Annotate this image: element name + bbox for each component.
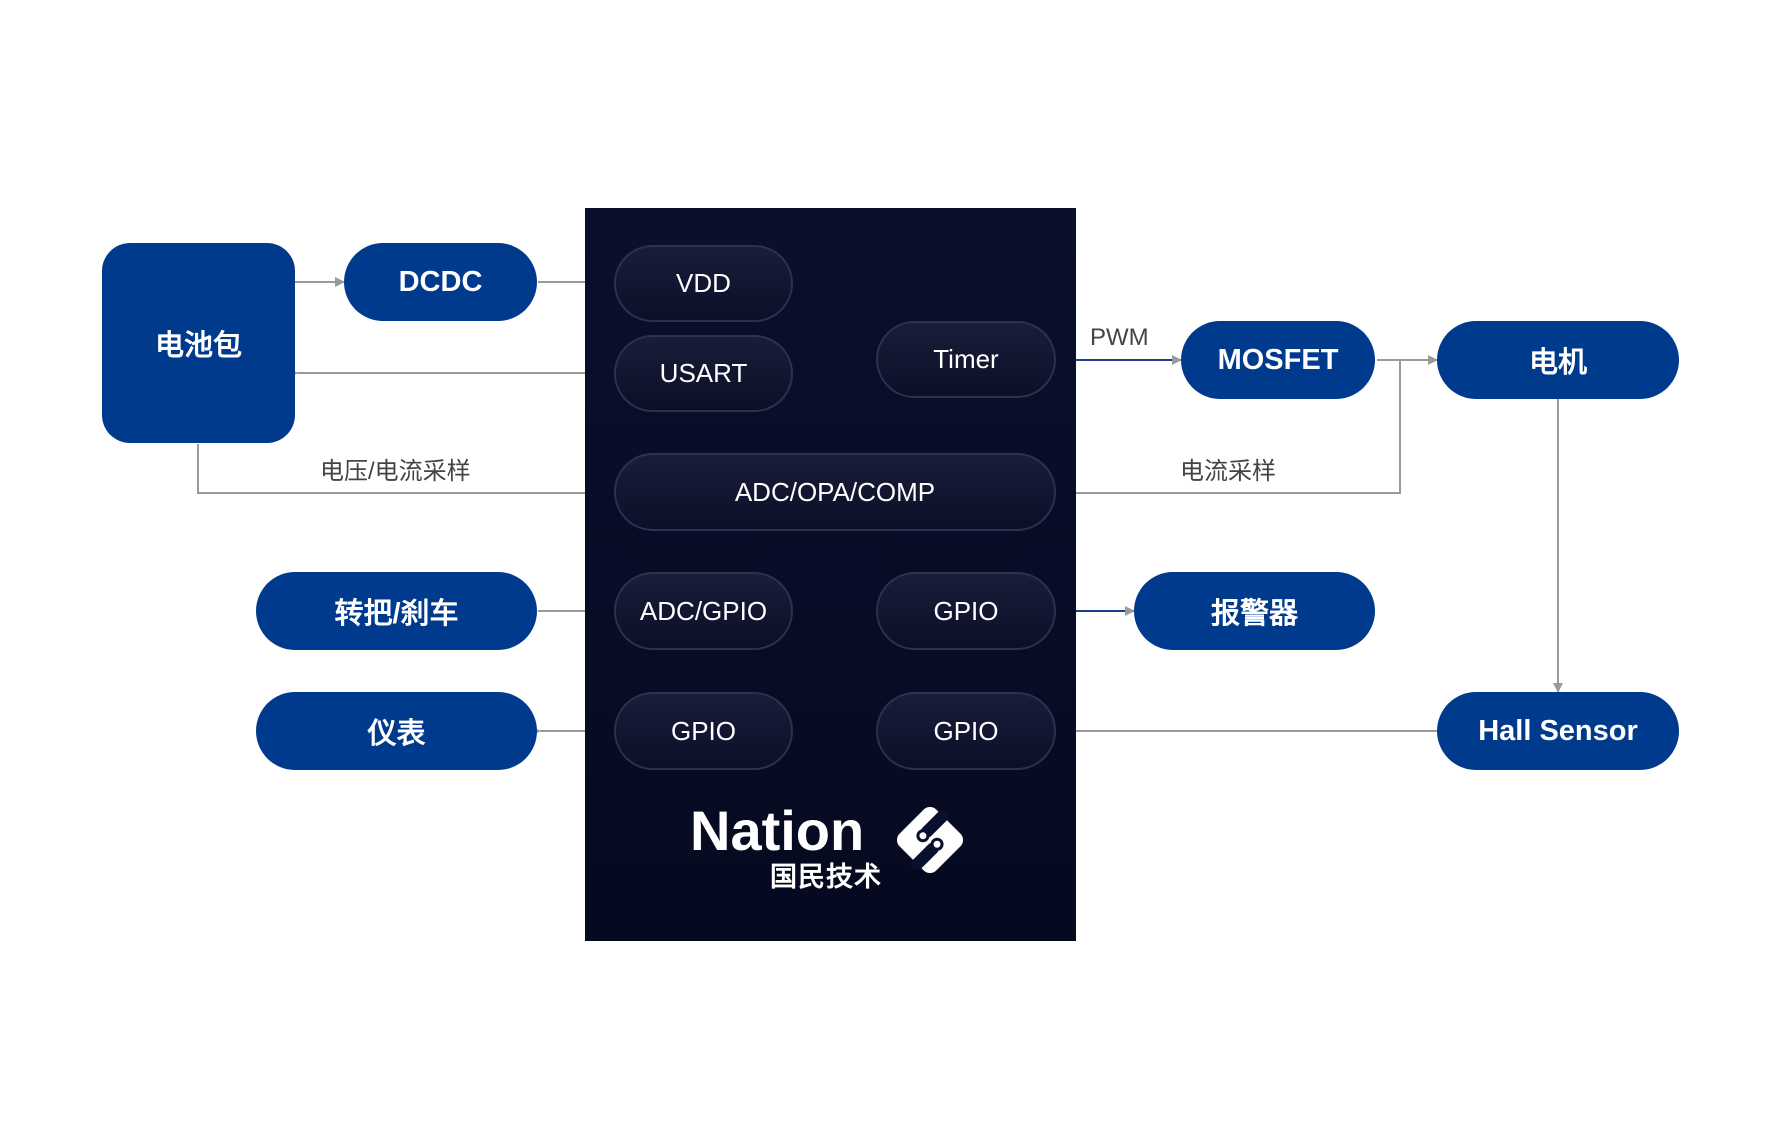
battery-pack-block: 电池包 [102,243,295,443]
battery-sampling-line [197,444,615,498]
pin-adc-opa-comp: ADC/OPA/COMP [614,453,1056,531]
motor-block: 电机 [1437,321,1679,399]
dcdc-block: DCDC [344,243,537,321]
pin-gpio-meter: GPIO [614,692,793,770]
logo-subtitle: 国民技术 [770,862,882,892]
alarm-block: 报警器 [1134,572,1375,650]
hall-sensor-block: Hall Sensor [1437,692,1679,770]
logo-wordmark: Nation [690,799,865,862]
pin-adc-gpio: ADC/GPIO [614,572,793,650]
pin-usart: USART [614,335,793,412]
pin-gpio-alarm: GPIO [876,572,1056,650]
voltage-current-sampling-label: 电压/电流采样 [320,458,471,485]
pin-vdd: VDD [614,245,793,322]
pwm-label: PWM [1090,324,1149,351]
pin-timer: Timer [876,321,1056,398]
pin-gpio-hall: GPIO [876,692,1056,770]
throttle-brake-block: 转把/刹车 [256,572,537,650]
current-sampling-line [1059,360,1401,498]
current-sampling-label: 电流采样 [1180,458,1276,485]
nation-logo: Nation 国民技术 [690,800,980,900]
meter-block: 仪表 [256,692,537,770]
mosfet-block: MOSFET [1181,321,1375,399]
nation-logo-icon [896,806,964,874]
